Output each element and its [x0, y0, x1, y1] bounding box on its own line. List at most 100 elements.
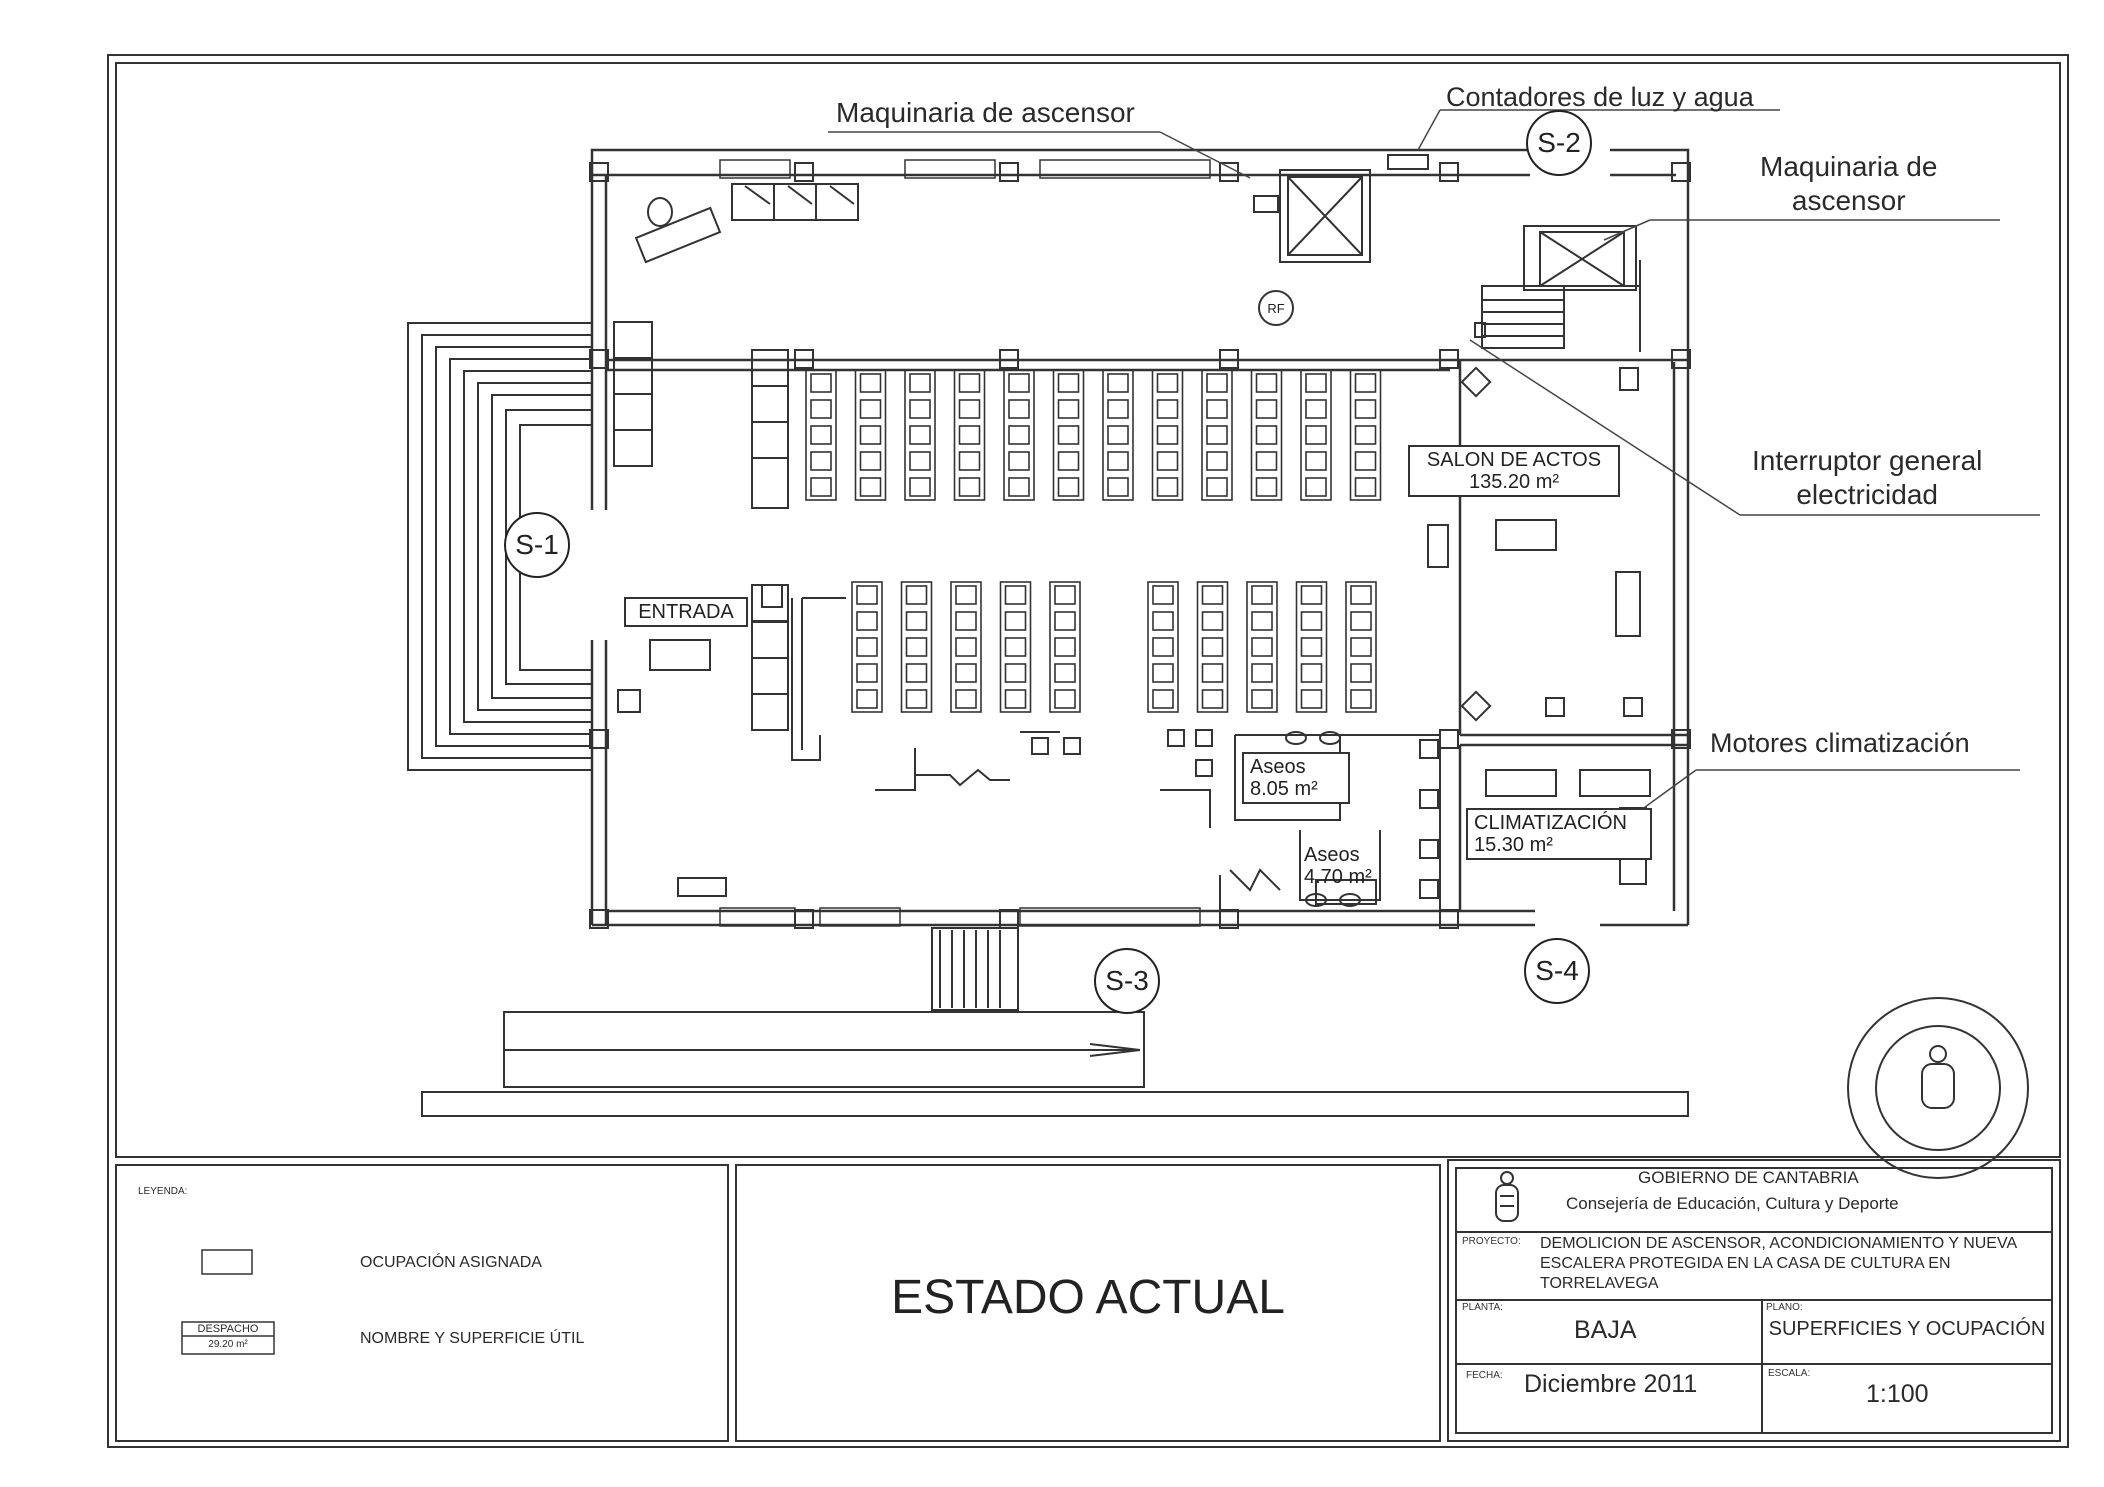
seat: [1206, 451, 1228, 471]
seat: [1201, 611, 1224, 631]
seat: [1300, 689, 1323, 709]
seat-column: [1201, 369, 1233, 501]
seat: [1251, 663, 1273, 683]
seat: [810, 477, 832, 497]
seat-column: [1147, 581, 1179, 713]
seat: [1206, 425, 1228, 445]
seat: [1008, 425, 1030, 445]
tb-fecha-label: FECHA:: [1466, 1370, 1503, 1381]
seat-column: [950, 581, 982, 713]
seat: [1350, 637, 1372, 657]
seat: [859, 477, 882, 497]
seat: [1156, 399, 1179, 419]
seat: [909, 451, 931, 471]
callout-motores: Motores climatización: [1710, 728, 1970, 758]
tb-plano-label: PLANO:: [1766, 1302, 1803, 1313]
seat: [1054, 585, 1076, 605]
legend-item-nombre: NOMBRE Y SUPERFICIE ÚTIL: [360, 1330, 585, 1347]
section-marker-s4: S-4: [1524, 938, 1590, 1004]
crest-icon: [1495, 1171, 1519, 1222]
seat: [856, 663, 878, 683]
seat: [955, 689, 977, 709]
legend-item-ocupacion: OCUPACIÓN ASIGNADA: [360, 1254, 542, 1271]
official-stamp: [1847, 997, 2029, 1179]
seat: [1008, 373, 1030, 393]
seat: [1255, 425, 1278, 445]
seat: [1305, 399, 1327, 419]
room-entrada-name: ENTRADA: [638, 601, 734, 623]
rf-marker: RF: [1258, 290, 1294, 326]
seat: [1201, 689, 1224, 709]
seat: [1152, 637, 1174, 657]
seat-column: [1102, 369, 1134, 501]
tb-proyecto-label: PROYECTO:: [1462, 1236, 1521, 1247]
seat: [1008, 399, 1030, 419]
seat: [1156, 425, 1179, 445]
seat: [955, 585, 977, 605]
seat: [810, 373, 832, 393]
room-aseos-1: Aseos 8.05 m²: [1242, 752, 1350, 804]
callout-maquinaria-ascensor-1: Maquinaria de ascensor: [836, 97, 1135, 128]
room-salon-area: 135.20 m²: [1468, 471, 1560, 493]
seat: [955, 637, 977, 657]
seat: [1156, 477, 1179, 497]
seat: [810, 451, 832, 471]
room-aseos-2: Aseos 4.70 m²: [1298, 842, 1390, 890]
room-climatizacion: CLIMATIZACIÓN 15.30 m²: [1466, 808, 1652, 860]
room-clima-area: 15.30 m²: [1474, 834, 1553, 856]
seat-column: [1196, 581, 1229, 713]
seat: [1251, 637, 1273, 657]
seat: [1008, 477, 1030, 497]
seat: [1255, 477, 1278, 497]
legend-sample-area: 29.20 m²: [208, 1339, 248, 1350]
seat: [1305, 425, 1327, 445]
seat: [859, 373, 882, 393]
seat: [1107, 399, 1129, 419]
seat: [810, 425, 832, 445]
seat: [1004, 611, 1027, 631]
section-marker-s3: S-3: [1094, 948, 1160, 1014]
seat: [1206, 373, 1228, 393]
seat: [1107, 451, 1129, 471]
room-aseos1-name: Aseos: [1250, 756, 1306, 778]
seat: [958, 451, 981, 471]
seat: [958, 399, 981, 419]
seat: [1300, 663, 1323, 683]
tb-planta-label: PLANTA:: [1462, 1302, 1503, 1313]
seat: [810, 399, 832, 419]
seat: [905, 689, 928, 709]
seat: [1107, 373, 1129, 393]
seat: [859, 451, 882, 471]
tb-proyecto-text: DEMOLICION DE ASCENSOR, ACONDICIONAMIENT…: [1540, 1235, 2017, 1292]
room-clima-name: CLIMATIZACIÓN: [1474, 812, 1627, 834]
seat: [958, 477, 981, 497]
room-salon-name: SALON DE ACTOS: [1426, 449, 1602, 471]
seat: [958, 373, 981, 393]
seat: [856, 611, 878, 631]
seat: [955, 611, 977, 631]
seat-column: [1052, 369, 1085, 501]
seat: [905, 637, 928, 657]
room-aseos2-name: Aseos: [1304, 844, 1360, 866]
seat: [905, 611, 928, 631]
seat: [1054, 663, 1076, 683]
tb-escala-label: ESCALA:: [1768, 1368, 1811, 1379]
tb-gov: GOBIERNO DE CANTABRIA: [1638, 1168, 1859, 1187]
seat: [1008, 451, 1030, 471]
seat-column: [1151, 369, 1184, 501]
seat: [1255, 373, 1278, 393]
room-aseos1-area: 8.05 m²: [1250, 778, 1318, 800]
seat: [1300, 585, 1323, 605]
tb-fecha: Diciembre 2011: [1524, 1370, 1698, 1398]
seat: [1350, 611, 1372, 631]
seat: [1354, 451, 1377, 471]
seat-column: [1250, 369, 1283, 501]
seat: [1305, 477, 1327, 497]
seat: [909, 399, 931, 419]
legend-sample-name: DESPACHO: [197, 1323, 259, 1335]
seat: [958, 425, 981, 445]
seat-column: [805, 369, 837, 501]
seat-column: [1349, 369, 1382, 501]
seat: [856, 689, 878, 709]
seat: [1152, 611, 1174, 631]
